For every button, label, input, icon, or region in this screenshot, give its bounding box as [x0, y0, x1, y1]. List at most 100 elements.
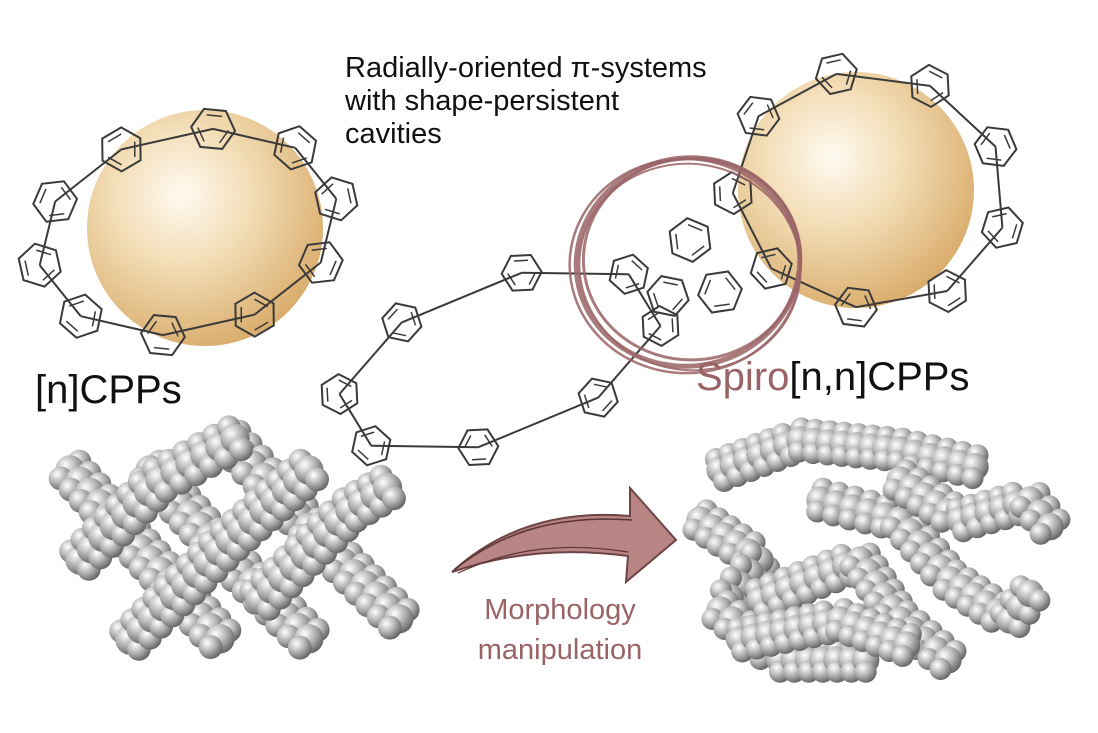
cpp-benzene-ring-double-bond	[346, 188, 352, 204]
spiro-left-benzene-ring-double-bond	[463, 435, 472, 449]
spiro-left-benzene-ring-double-bond	[392, 332, 407, 337]
cpp-packing-model	[48, 415, 420, 661]
cpp-benzene-ring	[234, 291, 275, 338]
cavity-caption: Radially-oriented π-systems with shape-p…	[345, 52, 805, 151]
cpp-bond	[38, 201, 57, 266]
spiro-left-benzene-ring-double-bond	[326, 387, 329, 402]
cpp-label: [n]CPPs	[35, 368, 182, 412]
spiro-left-benzene-ring	[577, 377, 619, 418]
spiro-right-bond	[855, 290, 948, 309]
spiro-right-benzene-ring-double-bond	[947, 297, 961, 307]
spiro-model-atom	[1028, 589, 1051, 612]
spiro-left-benzene-ring-double-bond	[410, 311, 417, 326]
spiro-right-benzene-ring-double-bond	[821, 76, 833, 89]
spiro-left-bond	[478, 396, 599, 449]
cpp-benzene-ring-double-bond	[218, 129, 230, 144]
spiro-right-benzene-ring	[980, 206, 1024, 249]
spiro-right-benzene-ring	[736, 95, 781, 137]
spiro-right-benzene-ring-double-bond	[840, 293, 851, 306]
cpp-benzene-ring-double-bond	[297, 132, 311, 144]
spiro-core-ring-double-bond	[675, 233, 679, 250]
cpp-benzene-ring	[17, 242, 62, 288]
spiro-model-atom	[891, 645, 914, 667]
cpp-benzene-ring-double-bond	[321, 183, 334, 195]
cpp-benzene-ring-double-bond	[311, 247, 327, 251]
cpp-benzene-ring-double-bond	[39, 188, 47, 204]
spiro-left-benzene-ring-double-bond	[380, 441, 386, 456]
spiro-model-atom	[1029, 522, 1052, 545]
cpp-benzene-ring	[273, 125, 318, 171]
spiro-left-bond	[401, 271, 522, 324]
spiro-left-benzene-ring-double-bond	[614, 264, 620, 279]
spiro-right-bond	[731, 192, 773, 269]
spiro-right-benzene-ring-double-bond	[987, 230, 999, 243]
spiro-core-ring	[668, 217, 712, 263]
spiro-left-benzene-ring-double-bond	[671, 318, 674, 333]
spiro-left-benzene-ring-double-bond	[357, 449, 369, 460]
spiro-left-benzene-ring	[608, 253, 649, 295]
spiro-left-benzene-ring-double-bond	[528, 271, 537, 285]
spiro-right-benzene-ring-double-bond	[780, 264, 787, 280]
cpp-benzene-ring	[297, 241, 344, 284]
spiro-left-benzene-ring	[457, 428, 500, 467]
cpp-benzene-ring-double-bond	[107, 156, 122, 166]
spiro-left-benzene-ring-double-bond	[648, 332, 662, 341]
cpp-benzene-ring-double-bond	[49, 213, 65, 217]
spiro-left-benzene-ring	[351, 425, 392, 467]
spiro-right-benzene-ring-double-bond	[845, 70, 852, 85]
cpp-benzene-ring-double-bond	[171, 322, 179, 337]
cpp-benzene-ring-double-bond	[206, 114, 223, 118]
spiro-core-ring	[646, 275, 690, 317]
cpp-bond	[319, 198, 338, 263]
spiro-cpp-structure	[320, 52, 1024, 467]
cpp-benzene-ring-double-bond	[254, 321, 269, 331]
cpp-benzene-ring-double-bond	[65, 320, 79, 332]
spiro-right-benzene-ring-double-bond	[980, 132, 991, 146]
spiro-center-highlight-circle	[568, 155, 803, 375]
cpp-benzene-ring-double-bond	[146, 320, 158, 335]
cpp-benzene-ring	[32, 180, 79, 223]
spiro-right-benzene-ring-double-bond	[756, 271, 768, 284]
spiro-left-benzene-ring-double-bond	[387, 308, 399, 320]
spiro-right-benzene-ring-double-bond	[930, 91, 944, 102]
cpp-benzene-ring-double-bond	[42, 269, 55, 281]
cpp-benzene-ring-double-bond	[197, 127, 205, 142]
spiro-left-benzene-ring-double-bond	[631, 260, 643, 271]
spiro-left-benzene-ring-double-bond	[583, 394, 590, 409]
cpp-benzene-ring-double-bond	[329, 260, 337, 276]
cpp-benzene-ring	[314, 176, 359, 222]
spiro-model-atom	[854, 660, 877, 683]
spiro-left-benzene-ring-double-bond	[360, 431, 375, 438]
spiro-left-bond	[338, 321, 403, 395]
morphology-label: Morphology manipulation	[440, 590, 680, 670]
spiro-right-benzene-ring	[814, 52, 858, 96]
cpp-benzene-ring-double-bond	[153, 346, 170, 350]
spiro-right-benzene-ring-double-bond	[743, 102, 754, 115]
cpp-benzene-ring-double-bond	[69, 300, 85, 307]
cpp-benzene-ring	[190, 107, 237, 150]
spiro-left-bond	[371, 444, 479, 449]
cpp-model-atom	[377, 615, 402, 640]
spiro-right-benzene-ring-double-bond	[1011, 224, 1018, 239]
spiro-right-benzene-ring-double-bond	[933, 284, 936, 300]
spiro-left-benzene-ring-double-bond	[507, 273, 516, 286]
spiro-left-benzene-ring-double-bond	[471, 458, 487, 461]
spiro-right-benzene-ring-double-bond	[718, 186, 722, 202]
spiro-right-benzene-ring	[833, 286, 878, 328]
cpp-bond	[162, 313, 255, 337]
cpp-benzene-ring-double-bond	[107, 133, 122, 143]
cpp-benzene-ring-double-bond	[254, 298, 269, 308]
cpp-benzene-ring-double-bond	[291, 157, 307, 164]
spiro-left-benzene-ring	[381, 302, 423, 343]
spiro-core-ring-double-bond	[687, 224, 703, 232]
cpp-model-atom	[198, 635, 223, 659]
cpp-bond	[121, 127, 214, 151]
cpp-model-atom	[382, 486, 406, 511]
cpp-benzene-ring-double-bond	[279, 137, 285, 153]
spiro-left-bond	[597, 325, 662, 399]
spiro-cpp-label: Spiro[n,n]CPPs	[696, 355, 969, 399]
spiro-right-benzene-ring-double-bond	[733, 199, 747, 209]
spiro-right-benzene-ring-double-bond	[928, 70, 943, 79]
spiro-left-benzene-ring-double-bond	[338, 379, 352, 388]
